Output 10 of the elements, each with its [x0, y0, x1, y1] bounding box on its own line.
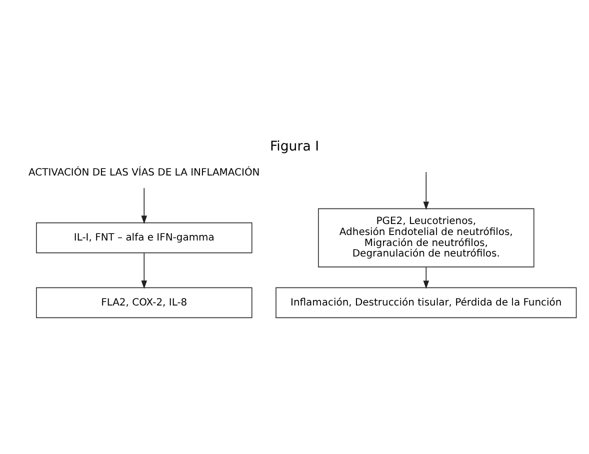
node-text: ACTIVACIÓN DE LAS VÍAS DE LA INFLAMACIÓN — [28, 168, 260, 179]
arrow — [141, 252, 148, 289]
node-box: FLA2, COX-2, IL-8 — [36, 287, 252, 318]
node-box: Inflamación, Destrucción tisular, Pérdida de la Función — [276, 287, 577, 318]
node-box: PGE2, Leucotrienos, Adhesión Endotelial de neutrófilos, Migración de neutrófilos, Degranulación de neutrófilos. — [318, 208, 534, 268]
arrow — [423, 173, 430, 210]
node-box: IL-I, FNT – alfa e IFN-gamma — [36, 222, 252, 254]
arrow — [423, 266, 430, 289]
arrow — [141, 188, 148, 224]
diagram-title: Figura I — [270, 139, 320, 154]
